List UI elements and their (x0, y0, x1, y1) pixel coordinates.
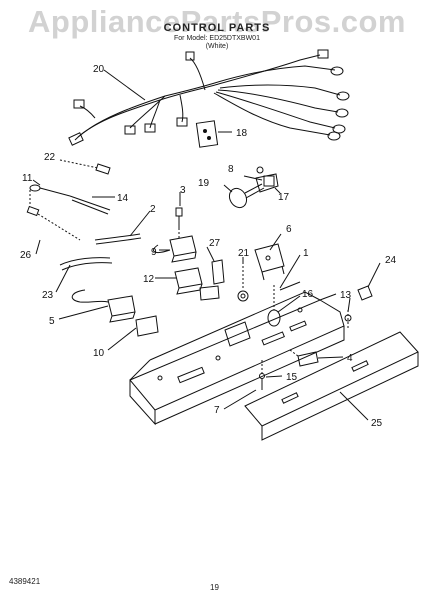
control-housing (129, 281, 345, 426)
diagram-title: CONTROL PARTS (163, 22, 271, 34)
control-label (135, 315, 159, 337)
callout-13: 13 (340, 290, 352, 301)
clip (289, 349, 319, 367)
thermostat (254, 243, 285, 281)
callout-5: 5 (49, 316, 55, 327)
bracket-clip (357, 285, 373, 301)
callout-7: 7 (214, 405, 220, 416)
callout-4: 4 (347, 353, 353, 364)
callout-17: 17 (278, 192, 290, 203)
callout-12: 12 (143, 274, 155, 285)
terminal-plate (195, 120, 232, 148)
callout-21: 21 (238, 248, 250, 259)
callout-6: 6 (286, 224, 292, 235)
callout-14: 14 (117, 193, 129, 204)
callout-15: 15 (286, 372, 298, 383)
callout-3: 3 (180, 185, 186, 196)
screw (175, 207, 183, 240)
document-number: 4389421 (9, 577, 41, 586)
foam-strip-lower (59, 257, 113, 271)
label-sticker (199, 259, 225, 301)
callout-27: 27 (209, 238, 221, 249)
wire-harness (68, 49, 350, 146)
wire-clip (59, 159, 111, 175)
switch-upper (174, 267, 203, 295)
screw-right (344, 310, 352, 330)
switch (153, 235, 197, 263)
sensor-assembly (26, 184, 111, 241)
leader-lines (32, 69, 381, 421)
callout-9: 9 (151, 247, 157, 258)
callout-22: 22 (44, 152, 56, 163)
light-assembly (228, 166, 279, 209)
callout-25: 25 (371, 418, 383, 429)
model-subtitle: For Model: ED25DTXBW01 (174, 35, 260, 42)
callout-2: 2 (150, 204, 156, 215)
switch-lower (71, 289, 136, 323)
callout-19: 19 (198, 178, 210, 189)
callout-23: 23 (42, 290, 54, 301)
callout-11: 11 (22, 173, 33, 184)
screw-small (259, 360, 265, 390)
knob (237, 262, 249, 302)
callout-20: 20 (93, 64, 105, 75)
foam-strip (94, 233, 142, 245)
front-panel (244, 331, 419, 441)
callout-16: 16 (302, 289, 314, 300)
page-number: 19 (210, 583, 219, 592)
callout-10: 10 (93, 348, 105, 359)
callout-24: 24 (385, 255, 397, 266)
watermark: AppliancePartsPros.com (28, 4, 406, 39)
color-subtitle: (White) (205, 43, 229, 50)
callout-1: 1 (303, 248, 309, 259)
callout-18: 18 (236, 128, 248, 139)
callout-8: 8 (228, 164, 234, 175)
callout-26: 26 (20, 250, 32, 261)
